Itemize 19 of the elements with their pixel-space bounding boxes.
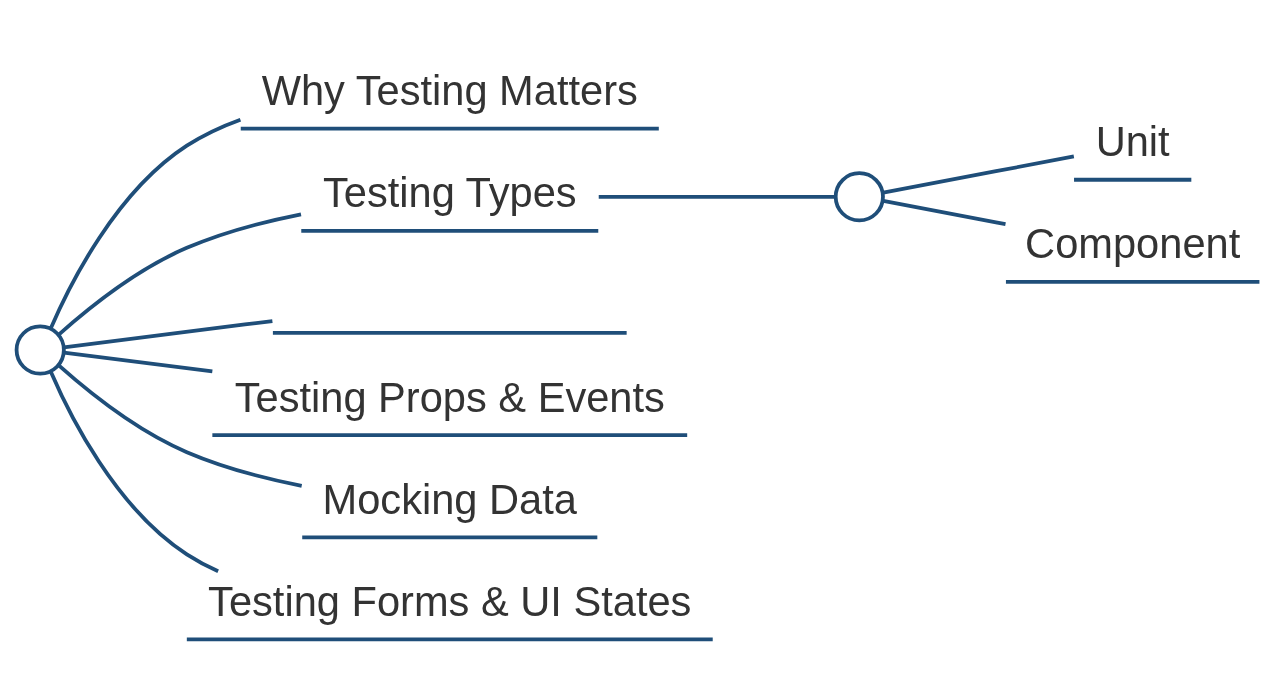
connector xyxy=(882,154,1075,194)
connector xyxy=(57,211,302,336)
connector xyxy=(49,117,242,329)
node-text: Mocking Data xyxy=(322,475,577,523)
node-text: Testing Forms & UI States xyxy=(208,577,692,625)
connector xyxy=(882,198,1006,226)
node-bar xyxy=(272,330,627,335)
node-text: Why Testing Matters xyxy=(261,66,638,114)
connector xyxy=(49,370,219,573)
node-circle xyxy=(833,170,885,222)
connector xyxy=(63,318,273,349)
node-text: Component xyxy=(1025,219,1241,267)
connector xyxy=(598,194,836,199)
node-text: Unit xyxy=(1095,117,1170,165)
node-circle xyxy=(14,323,66,376)
node-text: Testing Props & Events xyxy=(234,373,665,421)
connector xyxy=(57,363,303,488)
node-text: Testing Types xyxy=(322,168,577,216)
connector xyxy=(63,350,213,373)
